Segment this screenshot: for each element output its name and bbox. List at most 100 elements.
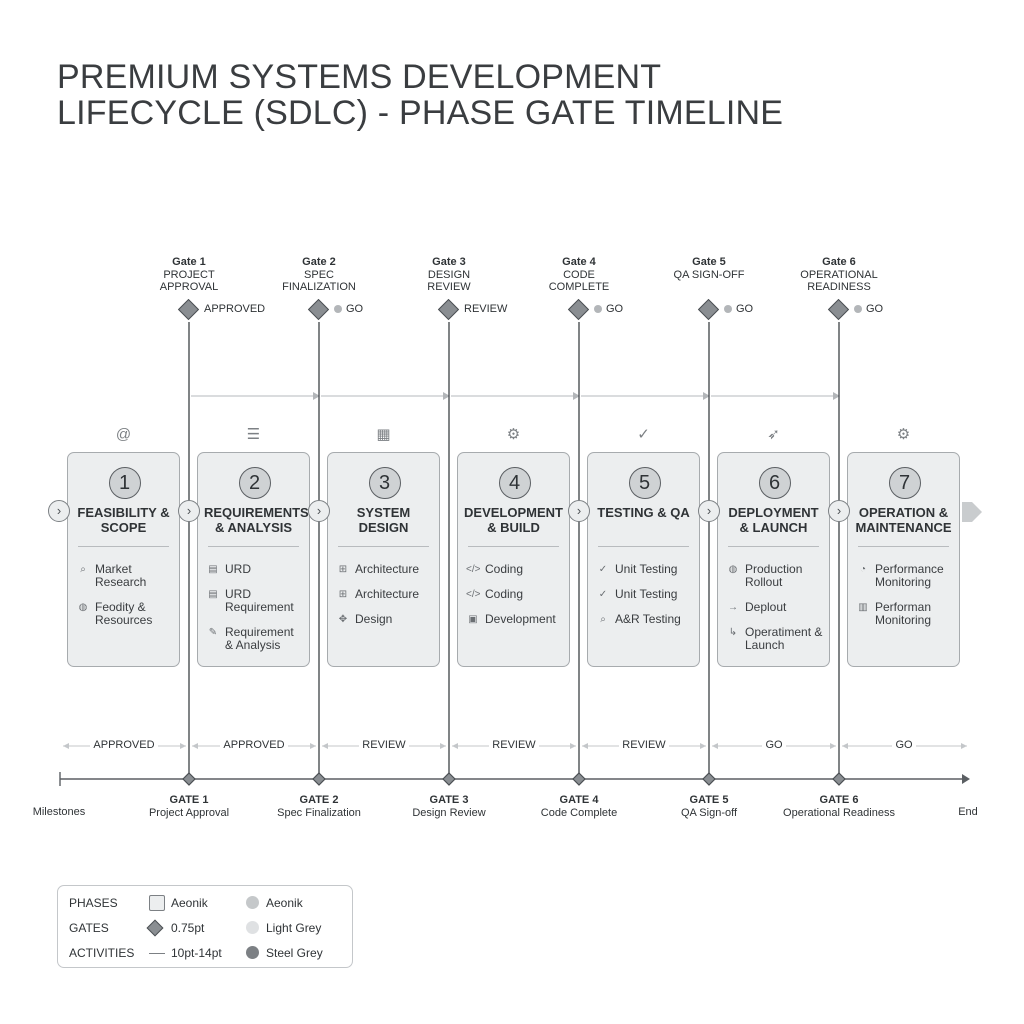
- title-line-1: PREMIUM SYSTEMS DEVELOPMENT: [57, 58, 662, 96]
- progress-arrowhead: [833, 392, 840, 400]
- database-icon: ▣: [468, 614, 478, 625]
- status-dot-icon: [724, 305, 732, 313]
- search-icon: ⌕: [80, 564, 86, 575]
- lighter-circle-swatch-icon: [246, 921, 259, 934]
- gate-status-text: REVIEW: [464, 303, 508, 315]
- activity-item: ✓Unit Testing: [596, 563, 695, 576]
- activity-label: Requirement & Analysis: [225, 625, 294, 652]
- legend-item-text: Aeonik: [266, 896, 303, 910]
- gate-name: PROJECT APPROVAL: [159, 268, 219, 294]
- phase-title: FEASIBILITY & SCOPE: [77, 505, 170, 535]
- progress-arrowhead: [313, 392, 320, 400]
- phase-divider: [468, 546, 559, 547]
- square-swatch-icon: [149, 895, 165, 911]
- gate-name: CODE COMPLETE: [548, 268, 610, 294]
- gate-status-text: APPROVED: [204, 303, 266, 315]
- activity-label: URD Requirement: [225, 587, 294, 614]
- status-dot-icon: [854, 305, 862, 313]
- code-icon: </>: [466, 589, 481, 600]
- chevron-right-icon[interactable]: ›: [178, 500, 200, 522]
- gear-icon: ⚙: [506, 426, 521, 443]
- chevron-right-icon[interactable]: ›: [308, 500, 330, 522]
- phase-number: 2: [238, 467, 271, 499]
- span-arrowhead-left: [712, 743, 718, 749]
- progress-arrowhead: [443, 392, 450, 400]
- milestone-diamond: [442, 772, 456, 786]
- gate-status-text: GO: [606, 303, 624, 315]
- milestone-end-label: End: [958, 806, 978, 818]
- milestone-start-label: Milestones: [32, 806, 86, 818]
- milestone-axis-arrowhead: [962, 774, 970, 784]
- globe-icon: ◍: [728, 564, 738, 575]
- return-arrow-icon: ↳: [728, 627, 738, 638]
- activity-item: ✎Requirement & Analysis: [206, 626, 305, 652]
- title-line-2: LIFECYCLE (SDLC) - PHASE GATE TIMELINE: [57, 94, 784, 132]
- gate-name: OPERATIONAL READINESS: [800, 268, 878, 294]
- gauge-icon: ◔: [859, 564, 867, 575]
- gate-name: QA SIGN-OFF: [673, 268, 745, 281]
- legend-row-label: ACTIVITIES: [69, 946, 135, 960]
- milestone-gate-name: Design Review: [412, 807, 486, 819]
- status-dot-icon: [334, 305, 342, 313]
- activity-label: Unit Testing: [615, 587, 678, 601]
- activity-item: ⌕A&R Testing: [596, 613, 695, 626]
- activity-item: → Deplout: [726, 601, 825, 614]
- span-arrowhead-left: [192, 743, 198, 749]
- phase-divider: [598, 546, 689, 547]
- puzzle-icon: ✥: [338, 614, 348, 625]
- gate-status: APPROVED: [204, 303, 265, 315]
- check-circle-icon: ✓: [637, 426, 650, 443]
- phase-title: DEVELOPMENT & BUILD: [464, 505, 563, 535]
- bar-chart-icon: ▥: [858, 602, 868, 613]
- span-arrowhead-right: [961, 743, 967, 749]
- activity-item: </>Coding: [466, 588, 565, 601]
- activity-label: Market Research: [95, 562, 147, 589]
- milestone-gate-name: Code Complete: [540, 807, 618, 819]
- arrow-right-icon: →: [728, 602, 738, 613]
- phase-number: 7: [888, 467, 921, 499]
- phase-number: 6: [758, 467, 791, 499]
- line-swatch-icon: [149, 953, 165, 954]
- chevron-right-icon[interactable]: ›: [828, 500, 850, 522]
- progress-arrowhead: [573, 392, 580, 400]
- activity-label: Operatiment & Launch: [745, 625, 823, 652]
- phase-divider: [858, 546, 949, 547]
- phase-number: 4: [498, 467, 531, 499]
- activity-label: Performan Monitoring: [875, 600, 932, 627]
- chevron-right-icon[interactable]: ›: [698, 500, 720, 522]
- check-circle-icon: ✓: [598, 564, 608, 575]
- milestone-diamond: [312, 772, 326, 786]
- span-arrowhead-left: [452, 743, 458, 749]
- activity-label: Production Rollout: [745, 562, 803, 589]
- gate-status: GO: [334, 303, 363, 315]
- gate-number: Gate 3: [432, 256, 466, 268]
- milestone-diamond: [832, 772, 846, 786]
- span-arrowhead-right: [700, 743, 706, 749]
- diamond-swatch-icon: [146, 919, 164, 937]
- gate-number: Gate 4: [562, 256, 596, 268]
- activity-label: Coding: [485, 562, 524, 576]
- phase-number: 1: [108, 467, 141, 499]
- gate-number: Gate 2: [302, 256, 336, 268]
- chevron-right-icon[interactable]: ›: [48, 500, 70, 522]
- chevron-right-icon[interactable]: ›: [568, 500, 590, 522]
- activity-item: ⊞Architecture: [336, 588, 435, 601]
- span-arrowhead-right: [830, 743, 836, 749]
- gear-icon: ⚙: [896, 426, 911, 443]
- span-status-label: REVIEW: [619, 739, 669, 751]
- activity-label: Deplout: [745, 600, 787, 614]
- gate-status: GO: [854, 303, 883, 315]
- activity-item: ◔Performance Monitoring: [856, 563, 955, 589]
- gate-status-text: GO: [736, 303, 754, 315]
- milestone-diamond: [182, 772, 196, 786]
- code-icon: </>: [466, 564, 481, 575]
